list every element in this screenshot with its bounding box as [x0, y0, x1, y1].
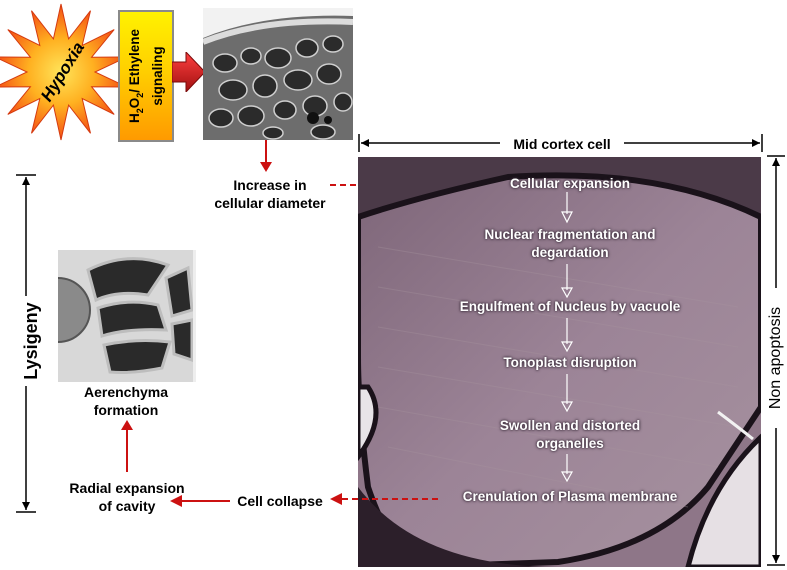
signal-arrow [172, 52, 206, 92]
signaling-text: H2O2/ Ethylene signaling [126, 12, 166, 140]
mid-cortex-title: Mid cortex cell [500, 135, 624, 153]
cell-collapse-label: Cell collapse [237, 493, 323, 509]
down-arrow-micrograph [260, 140, 272, 172]
sem-micrograph-cortex-icon [203, 8, 353, 140]
step-crenulation: Crenulation of Plasma membrane [462, 489, 678, 504]
step-cellular-expansion: Cellular expansion [509, 176, 631, 191]
signaling-line1: H2O2/ Ethylene [127, 28, 145, 124]
step-engulfment: Engulfment of Nucleus by vacuole [459, 299, 681, 314]
tem-cell-icon [358, 157, 761, 567]
signaling-box: H2O2/ Ethylene signaling [118, 10, 174, 142]
step-arrows [560, 192, 574, 482]
arrow-to-radial [170, 495, 230, 507]
starburst-icon [0, 3, 128, 141]
up-arrow-aerenchyma [121, 420, 133, 472]
lysigeny-label: Lysigeny [20, 296, 42, 386]
radial-expansion-label: Radial expansion of cavity [69, 480, 185, 514]
sem-micrograph-aerenchyma-icon [58, 250, 196, 382]
aerenchyma-micrograph [58, 250, 196, 382]
tem-image [358, 157, 761, 567]
aerenchyma-label: Aerenchyma formation [83, 384, 169, 418]
signaling-line2: signaling [149, 46, 165, 106]
hypoxia-starburst: Hypoxia [0, 0, 128, 145]
non-apoptosis-label: Non apoptosis [766, 288, 786, 428]
step-swollen-organelles: Swollen and distorted organelles [499, 418, 641, 451]
increase-label: Increase in cellular diameter [214, 177, 326, 211]
dashed-arrow-collapse [330, 493, 440, 505]
step-tonoplast: Tonoplast disruption [503, 355, 637, 370]
top-micrograph [203, 8, 353, 140]
step-nuclear-fragmentation: Nuclear fragmentation and degardation [484, 227, 656, 260]
